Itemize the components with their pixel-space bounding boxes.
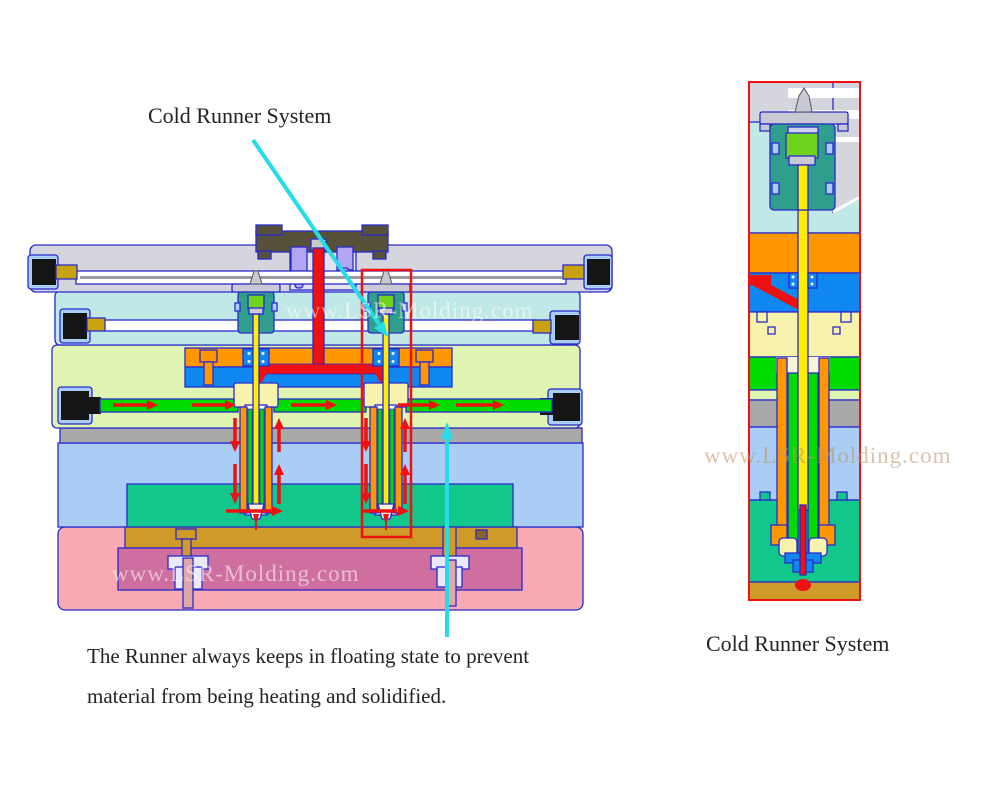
cold-runner-detail-view <box>748 81 861 601</box>
flow-arrows-down-right-drop <box>361 418 410 516</box>
description-line-2: material from being heating and solidifi… <box>87 684 447 708</box>
cold-runner-pointer-arrow <box>251 138 388 337</box>
highlight-box-cold-runner <box>360 268 413 539</box>
flow-arrows-down-left-drop <box>226 418 284 516</box>
cold-runner-system-label: Cold Runner System <box>148 103 332 128</box>
main-mold-cross-section <box>27 138 613 637</box>
detail-drop-assembly <box>770 162 836 591</box>
floating-runner-pointer-arrow <box>441 422 453 637</box>
floating-runner-description: The Runner always keeps in floating stat… <box>87 636 529 716</box>
detail-view-border <box>748 81 861 601</box>
melt-flow-arrows <box>113 400 504 516</box>
detail-runner-channel <box>749 275 802 309</box>
detail-nozzle-head <box>759 87 849 211</box>
flow-arrow-right <box>113 400 504 410</box>
detail-view-caption: Cold Runner System <box>706 631 890 656</box>
support-bolts <box>199 349 434 386</box>
description-line-1: The Runner always keeps in floating stat… <box>87 644 530 668</box>
ejector-assemblies <box>167 526 470 609</box>
